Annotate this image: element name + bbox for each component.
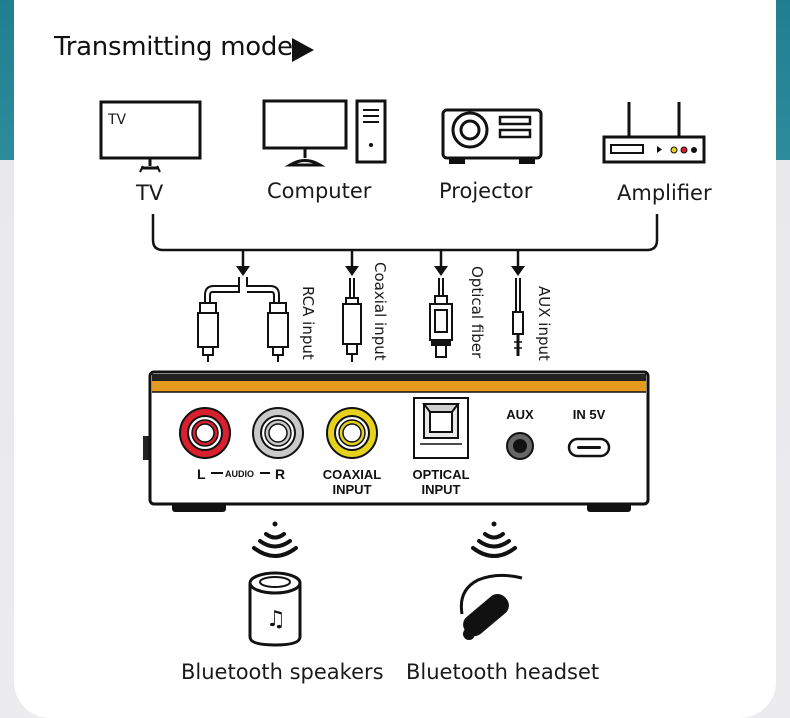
tv-label: TV xyxy=(136,181,164,205)
coaxial-input-port-label: INPUT xyxy=(332,482,372,497)
rca-left-port xyxy=(179,407,231,459)
aux-input-label: AUX input xyxy=(535,286,553,361)
bluetooth-speakers-label: Bluetooth speakers xyxy=(181,660,384,684)
audio-label: AUDIO xyxy=(225,469,254,479)
audio-dash-left xyxy=(211,472,223,474)
tv-screen-text: TV xyxy=(108,112,127,128)
source-bracket xyxy=(151,214,659,252)
bluetooth-speaker-icon: ♫ xyxy=(248,571,302,647)
computer-icon xyxy=(262,99,387,167)
aux-cable-icon xyxy=(512,278,524,356)
projector-icon xyxy=(441,108,543,164)
bluetooth-headset-label: Bluetooth headset xyxy=(406,660,600,684)
power-port-label: IN 5V xyxy=(572,407,606,422)
coaxial-port xyxy=(326,407,378,459)
coaxial-cable-icon xyxy=(342,278,362,362)
wireless-signal-icon xyxy=(252,521,298,558)
audio-r-label: R xyxy=(275,466,286,482)
rca-right-port xyxy=(252,407,304,459)
projector-label: Projector xyxy=(439,179,533,203)
rca-input-label: RCA input xyxy=(299,286,317,360)
computer-label: Computer xyxy=(267,179,372,203)
transmitter-device xyxy=(143,370,650,512)
tv-icon xyxy=(99,100,202,173)
play-arrow-icon xyxy=(292,38,314,62)
svg-text:♫: ♫ xyxy=(266,607,286,632)
page-title: Transmitting mode xyxy=(54,32,293,62)
optical-input-port-label: INPUT xyxy=(421,482,461,497)
amplifier-label: Amplifier xyxy=(617,181,712,205)
amplifier-icon xyxy=(602,102,706,164)
audio-dash-right xyxy=(260,472,270,474)
rca-cable-icon xyxy=(197,277,289,362)
optical-port xyxy=(413,397,469,459)
aux-port xyxy=(506,432,534,460)
usb-c-port xyxy=(567,437,611,458)
audio-l-label: L xyxy=(197,466,206,482)
bluetooth-headset-icon xyxy=(459,573,523,640)
down-arrows xyxy=(236,250,525,276)
aux-port-label: AUX xyxy=(506,407,534,422)
coaxial-input-label: Coaxial input xyxy=(371,262,389,361)
optical-port-label: OPTICAL xyxy=(412,467,470,482)
optical-fiber-label: Optical fiber xyxy=(468,266,486,359)
coaxial-port-label: COAXIAL xyxy=(322,467,382,482)
optical-cable-icon xyxy=(429,278,453,358)
wireless-signal-icon xyxy=(471,521,517,558)
